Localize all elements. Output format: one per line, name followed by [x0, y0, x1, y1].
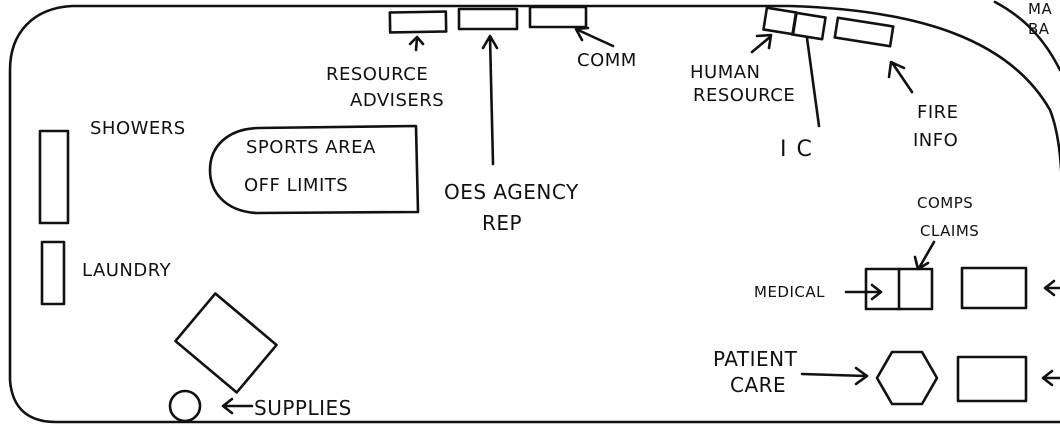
resource-advisers-label-1: RESOURCE [326, 64, 428, 85]
laundry-label: LAUNDRY [82, 260, 172, 281]
supplies-circle [168, 389, 202, 423]
comps-claims-arrow [913, 240, 936, 271]
supplies-diamond [174, 292, 278, 394]
right-box-lower-arrow [1041, 369, 1060, 387]
corner-label-1: MA [1028, 0, 1052, 18]
fire-info-label-1: FIRE [917, 102, 959, 123]
resource-advisers-box [388, 10, 448, 34]
ic-label: I C [780, 137, 813, 162]
supplies-arrow [221, 397, 254, 415]
human-resource-label-1: HUMAN [690, 62, 761, 83]
showers-label: SHOWERS [90, 118, 186, 139]
patient-care-arrow [800, 366, 869, 386]
human-resource-label-2: RESOURCE [693, 85, 795, 106]
right-box-upper-arrow [1043, 279, 1060, 297]
medical-label: MEDICAL [754, 283, 825, 301]
comps-claims-label-1: COMPS [917, 194, 973, 212]
corner-arc [993, 0, 1060, 72]
patient-care-label-1: PATIENT [713, 347, 798, 371]
sports-area-label-2: OFF LIMITS [244, 175, 348, 196]
laundry-box [40, 240, 66, 306]
oes-agency-rep-label-1: OES AGENCY [444, 180, 579, 204]
medical-arrow [844, 283, 883, 301]
right-box-upper [960, 266, 1028, 310]
supplies-label: SUPPLIES [254, 396, 352, 420]
sports-area-label-1: SPORTS AREA [246, 137, 376, 158]
ic-line [805, 36, 821, 128]
fire-info-label-2: INFO [913, 130, 958, 151]
human-resource-arrow [750, 33, 773, 54]
resource-advisers-label-2: ADVISERS [350, 90, 444, 111]
comps-claims-label-2: CLAIMS [920, 222, 979, 240]
comm-arrow [574, 26, 615, 48]
oes-agency-rep-label-2: REP [482, 211, 522, 235]
sports-area-shape [208, 124, 420, 215]
showers-box [38, 129, 70, 225]
right-box-lower [956, 355, 1028, 403]
human-resource-box [762, 6, 798, 36]
patient-care-label-2: CARE [730, 373, 786, 397]
fire-info-box [833, 16, 895, 48]
comm-label: COMM [577, 50, 637, 71]
camp-boundary [8, 4, 1060, 424]
resource-advisers-arrow [408, 35, 425, 52]
ic-box [791, 11, 827, 41]
oes-agency-rep-arrow [481, 34, 499, 166]
patient-care-hexagon [875, 350, 939, 406]
fire-info-arrow [887, 60, 914, 94]
corner-label-2: BA [1028, 20, 1050, 38]
comm-box [528, 5, 588, 29]
oes-agency-rep-box [457, 7, 519, 31]
